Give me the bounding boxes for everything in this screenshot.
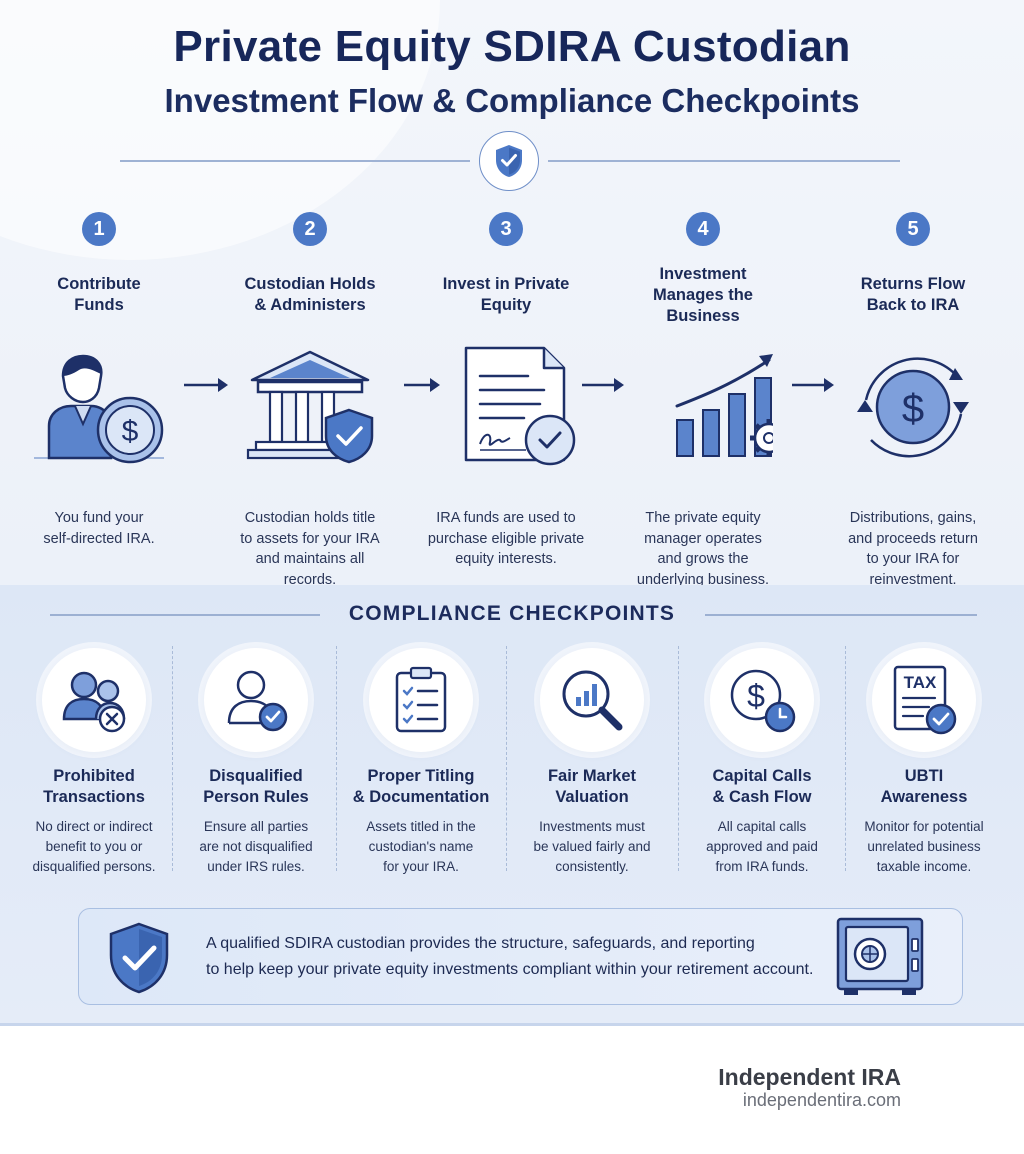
checkpoint-capital-calls: $ Capital Calls & Cash Flow All capital … [678,648,846,877]
flow-arrow-icon [792,378,834,392]
flow-arrow-icon [404,378,440,392]
column-separator [506,646,507,871]
step-title: Invest in Private Equity [442,275,570,314]
flow-arrow-icon [582,378,624,392]
step-title: Custodian Holds & Administers [244,275,376,314]
checkpoint-title: Disqualified Person Rules [203,767,309,806]
header-divider-right [548,160,900,162]
column-separator [336,646,337,871]
checkpoint-description: Investments must be valued fairly and co… [533,819,651,874]
checkpoint-disqualified-person-rules: Disqualified Person Rules Ensure all par… [172,648,340,877]
section-bottom-border [0,1023,1024,1026]
step-description: The private equity manager operates and … [636,510,770,588]
compliance-heading: COMPLIANCE CHECKPOINTS [348,602,676,625]
shield-check-icon [109,922,169,994]
footer-url[interactable]: independentira.com [742,1090,901,1110]
checkpoint-description: Monitor for potential unrelated business… [864,819,984,874]
tax-document-check-icon: TAX [893,665,957,735]
step-title: Contribute Funds [9,262,189,328]
flow-arrow-icon [184,378,228,392]
checkpoint-title: UBTI Awareness [880,767,968,806]
checkpoint-description: Assets titled in the custodian's name fo… [366,819,476,874]
person-with-check-icon [227,670,288,732]
step-1: 1 Contribute Funds $ You fund your self-… [9,212,189,549]
svg-text:$: $ [747,678,765,714]
checkpoint-title: Fair Market Valuation [547,767,637,806]
circular-dollar-return-icon: $ [843,340,983,480]
checkpoint-description: All capital calls approved and paid from… [706,819,818,874]
column-separator [845,646,846,871]
step-number: 2 [293,212,327,246]
checkpoint-fair-market-valuation: Fair Market Valuation Investments must b… [508,648,676,877]
shield-check-icon [496,145,522,177]
svg-text:$: $ [902,387,924,431]
callout-text: A qualified SDIRA custodian provides the… [206,935,814,978]
checkpoint-description: No direct or indirect benefit to you or … [32,819,156,874]
dollar-with-clock-icon: $ [730,669,796,733]
checkpoint-title: Prohibited Transactions [43,767,145,806]
page-subtitle: Investment Flow & Compliance Checkpoints [164,82,860,119]
people-with-x-icon [62,671,126,733]
footer-brand: Independent IRA [718,1064,901,1090]
step-number: 3 [489,212,523,246]
step-description: Custodian holds title to assets for your… [240,510,380,588]
magnifier-bar-chart-icon [562,670,623,731]
step-number: 4 [686,212,720,246]
svg-text:$: $ [122,415,139,448]
step-3: 3 Invest in Private Equity IRA funds are… [416,212,596,570]
column-separator [172,646,173,871]
step-5: 5 Returns Flow Back to IRA $ Distributio… [823,212,1003,590]
clipboard-checklist-icon [395,666,447,733]
step-title-line: Contribute [57,275,141,293]
checkpoint-proper-titling: Proper Titling & Documentation Assets ti… [337,648,505,877]
checkpoint-ubti-awareness: TAX UBTI Awareness Monitor for potential… [840,648,1008,877]
step-description: You fund your self-directed IRA. [43,510,155,547]
bank-with-shield-icon [240,340,380,480]
header-divider-left [120,160,470,162]
step-4: 4 Investment Manages the Business [613,212,793,590]
checkpoint-title: Capital Calls & Cash Flow [712,767,812,806]
checkpoint-description: Ensure all parties are not disqualified … [199,819,313,874]
svg-text:TAX: TAX [904,673,937,692]
checkpoint-title: Proper Titling & Documentation [352,767,490,806]
step-title-line: Funds [74,296,124,314]
section-divider-right [705,614,977,616]
page-title: Private Equity SDIRA Custodian [173,22,851,71]
step-number: 1 [82,212,116,246]
safe-vault-icon [836,917,924,995]
person-with-dollar-coin-icon: $ [29,340,169,480]
growth-chart-with-gear-icon [633,340,788,480]
custodian-callout: A qualified SDIRA custodian provides the… [78,908,963,1005]
infographic-panel: Private Equity SDIRA Custodian Investmen… [0,0,1024,1026]
step-title: Investment Manages the Business [653,264,753,325]
step-number: 5 [896,212,930,246]
step-description: IRA funds are used to purchase eligible … [427,510,585,567]
signed-document-icon [436,340,576,480]
step-title: Returns Flow Back to IRA [860,275,966,314]
step-2: 2 Custodian Holds & Administers Custodia… [220,212,400,590]
step-description: Distributions, gains, and proceeds retur… [848,510,978,588]
checkpoint-prohibited-transactions: Prohibited Transactions No direct or ind… [10,648,178,877]
column-separator [678,646,679,871]
header-shield-badge [479,131,539,191]
section-divider-left [50,614,320,616]
